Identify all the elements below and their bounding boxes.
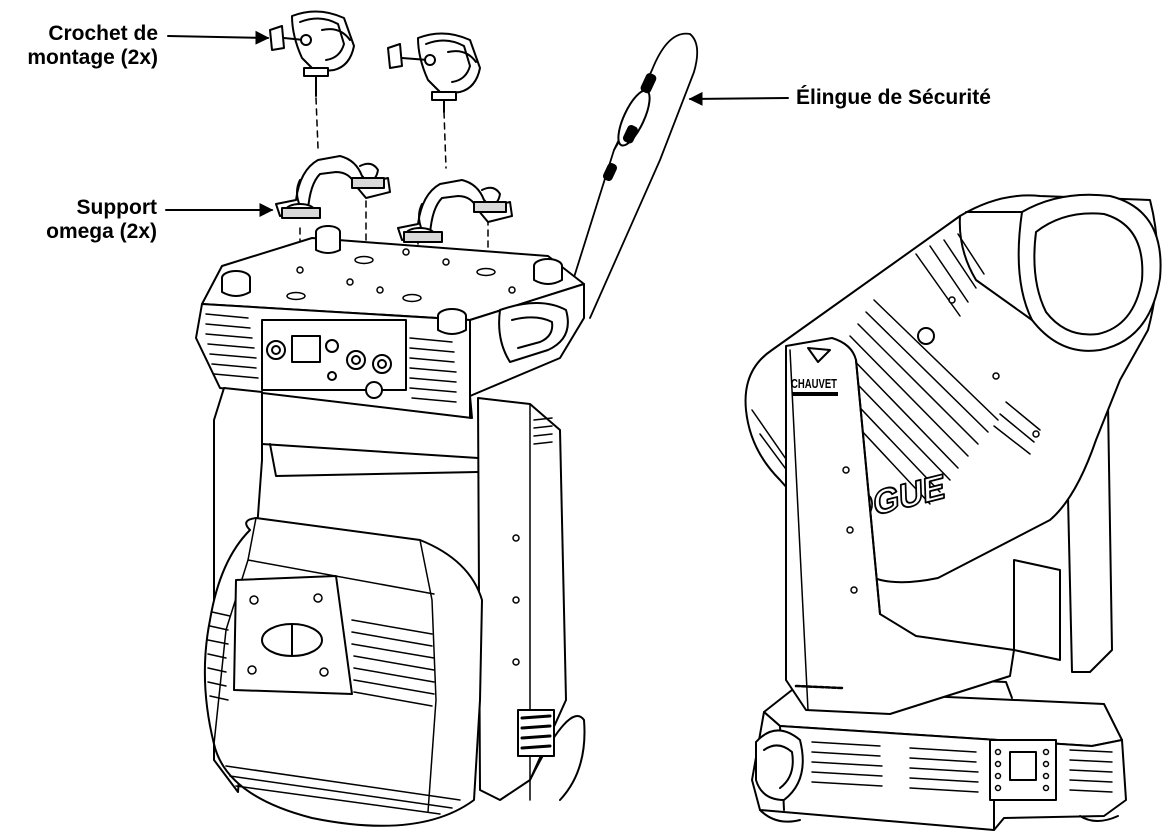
base-vents <box>811 741 1113 793</box>
yoke-logo-left <box>517 709 555 757</box>
yoke-front-arm <box>785 337 1015 715</box>
safety-cable <box>569 32 699 319</box>
display-panel <box>989 739 1057 801</box>
label-support-line2: omega (2x) <box>46 220 157 243</box>
fixture-right: ROGUE CHAUVET <box>744 193 1162 831</box>
callout-arrows <box>165 30 789 217</box>
head-vents-side <box>207 611 435 707</box>
omega-bracket-right <box>397 179 513 243</box>
yoke-bottom-vents <box>794 684 844 690</box>
label-elingue-de-securite: Élingue de Sécurité <box>796 86 991 109</box>
yoke-holes <box>512 534 520 666</box>
mounting-clamp-right <box>387 32 481 113</box>
yoke-front-holes <box>842 466 858 594</box>
yoke-logo-text: CHAUVET <box>791 376 837 391</box>
label-crochet-line1: Crochet de <box>48 22 158 45</box>
base-vents-left <box>205 313 259 379</box>
yoke-logo-right: CHAUVET <box>791 347 838 396</box>
fixture-left <box>195 225 586 827</box>
omega-bracket-left <box>275 155 391 219</box>
yoke-vents-small <box>533 417 553 445</box>
arrow-crochet <box>167 30 270 45</box>
arrow-elingue <box>688 91 789 106</box>
base-feet <box>221 225 563 335</box>
label-crochet-de-montage: Crochet de montage (2x) <box>0 22 158 70</box>
label-support-line1: Support <box>76 196 157 219</box>
label-support-omega: Support omega (2x) <box>0 196 157 244</box>
plate-holes <box>286 248 516 303</box>
connector-panel <box>261 319 407 399</box>
head-vents-bottom <box>225 765 461 815</box>
base-vents-right <box>409 337 457 403</box>
mounting-clamp-left <box>269 10 355 97</box>
label-crochet-line2: montage (2x) <box>27 46 158 69</box>
